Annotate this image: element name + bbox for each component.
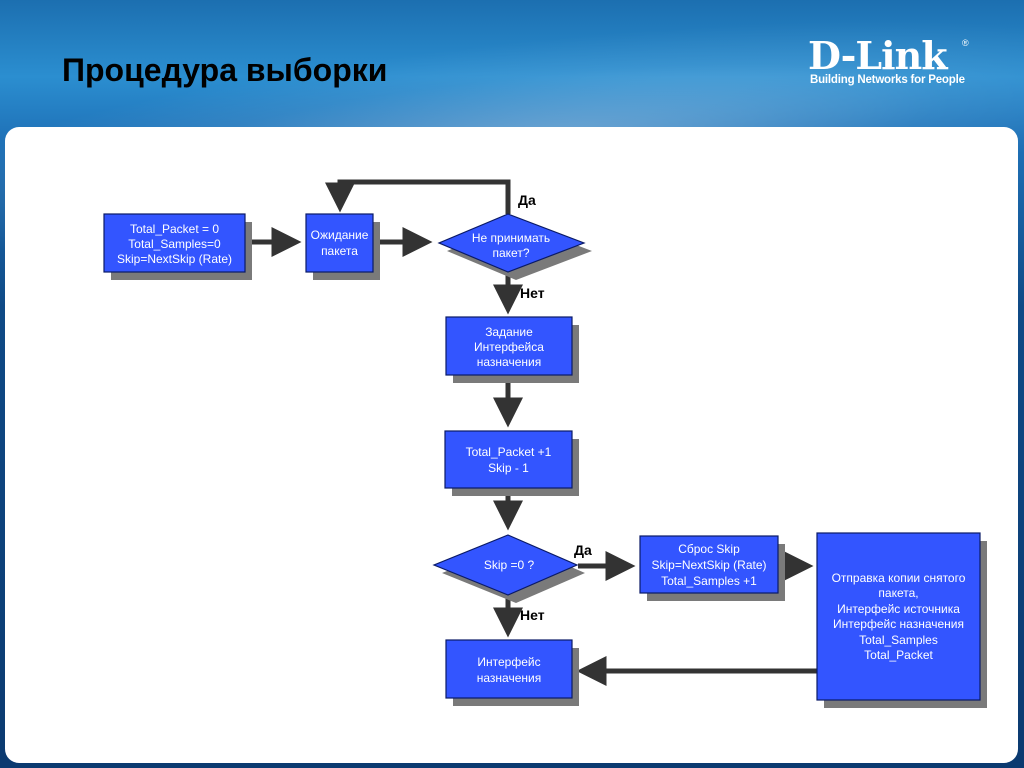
node-dest-interface-line-1: Интерфейс xyxy=(477,655,540,669)
node-init: Total_Packet = 0 Total_Samples=0 Skip=Ne… xyxy=(103,213,252,280)
node-init-line-3: Skip=NextSkip (Rate) xyxy=(117,252,232,266)
node-wait: Ожидание пакета xyxy=(305,213,380,280)
edge-label-drop-yes: Да xyxy=(518,192,536,208)
node-reset-skip-line-1: Сброс Skip xyxy=(678,542,740,556)
node-skip-decision-line-1: Skip =0 ? xyxy=(484,558,535,572)
logo-wordmark: D-Link xyxy=(808,33,948,78)
node-counters: Total_Packet +1 Skip - 1 xyxy=(444,430,579,496)
node-send-copy-line-3: Интерфейс источника xyxy=(837,602,960,616)
dlink-logo: D-Link ® Building Networks for People xyxy=(808,36,978,92)
node-init-line-2: Total_Samples=0 xyxy=(128,237,221,251)
node-set-interface: Задание Интерфейса назначения xyxy=(445,316,579,383)
node-send-copy-line-1: Отправка копии снятого xyxy=(832,571,966,585)
edge-label-drop-no: Нет xyxy=(520,285,545,301)
node-drop-decision: Не принимать пакет? xyxy=(437,213,592,280)
node-set-interface-line-1: Задание xyxy=(485,325,533,339)
node-skip-decision: Skip =0 ? xyxy=(432,534,585,603)
node-drop-decision-line-2: пакет? xyxy=(492,246,529,260)
node-reset-skip-line-2: Skip=NextSkip (Rate) xyxy=(651,558,766,572)
logo-tagline: Building Networks for People xyxy=(810,74,965,86)
edge-label-skip-yes: Да xyxy=(574,542,592,558)
node-drop-decision-line-1: Не принимать xyxy=(472,231,550,245)
edge-label-skip-no: Нет xyxy=(520,607,545,623)
node-send-copy-line-2: пакета, xyxy=(878,586,918,600)
node-dest-interface-line-2: назначения xyxy=(477,671,541,685)
logo-registered-mark: ® xyxy=(962,38,969,48)
node-send-copy-line-5: Total_Samples xyxy=(859,633,938,647)
node-counters-line-2: Skip - 1 xyxy=(488,461,529,475)
node-send-copy: Отправка копии снятого пакета, Интерфейс… xyxy=(816,532,987,708)
node-wait-line-1: Ожидание xyxy=(311,228,369,242)
node-init-line-1: Total_Packet = 0 xyxy=(130,222,219,236)
node-wait-line-2: пакета xyxy=(321,244,358,258)
slide-title: Процедура выборки xyxy=(62,52,388,88)
node-reset-skip-line-3: Total_Samples +1 xyxy=(661,574,757,588)
node-reset-skip: Сброс Skip Skip=NextSkip (Rate) Total_Sa… xyxy=(639,535,785,601)
arrow-decision-yes-loop xyxy=(325,179,511,214)
node-set-interface-line-2: Интерфейса xyxy=(474,340,544,354)
node-send-copy-line-4: Интерфейс назначения xyxy=(833,617,964,631)
node-send-copy-line-6: Total_Packet xyxy=(864,648,933,662)
node-dest-interface: Интерфейс назначения xyxy=(445,639,579,706)
node-counters-line-1: Total_Packet +1 xyxy=(466,445,552,459)
node-set-interface-line-3: назначения xyxy=(477,355,541,369)
